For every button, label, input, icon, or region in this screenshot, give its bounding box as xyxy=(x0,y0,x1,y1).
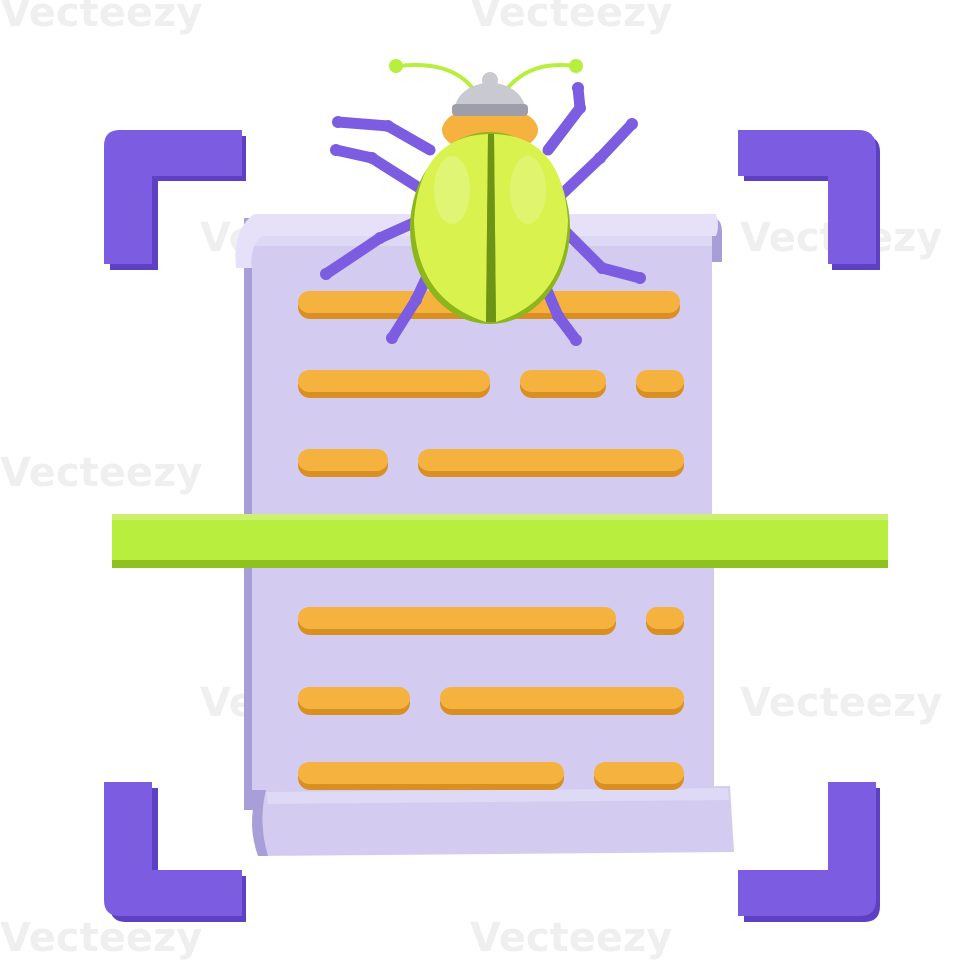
code-line-5-1 xyxy=(298,687,410,709)
code-line-6-1 xyxy=(298,762,564,784)
code-line-4-2 xyxy=(646,607,684,629)
frame-corner-bottom-left xyxy=(104,782,246,922)
scan-bar xyxy=(112,514,888,568)
bug-icon xyxy=(320,59,646,346)
frame-corner-bottom-right xyxy=(738,782,880,922)
code-line-2-3 xyxy=(636,370,684,392)
code-line-3-2 xyxy=(418,449,684,471)
frame-corner-top-right xyxy=(738,130,880,270)
document-scroll-icon xyxy=(235,214,734,856)
code-line-6-2 xyxy=(594,762,684,784)
code-line-3-1 xyxy=(298,449,388,471)
code-line-2-1 xyxy=(298,370,490,392)
code-line-5-2 xyxy=(440,687,684,709)
code-line-4-1 xyxy=(298,607,616,629)
frame-corner-top-left xyxy=(104,130,246,270)
code-line-2-2 xyxy=(520,370,606,392)
